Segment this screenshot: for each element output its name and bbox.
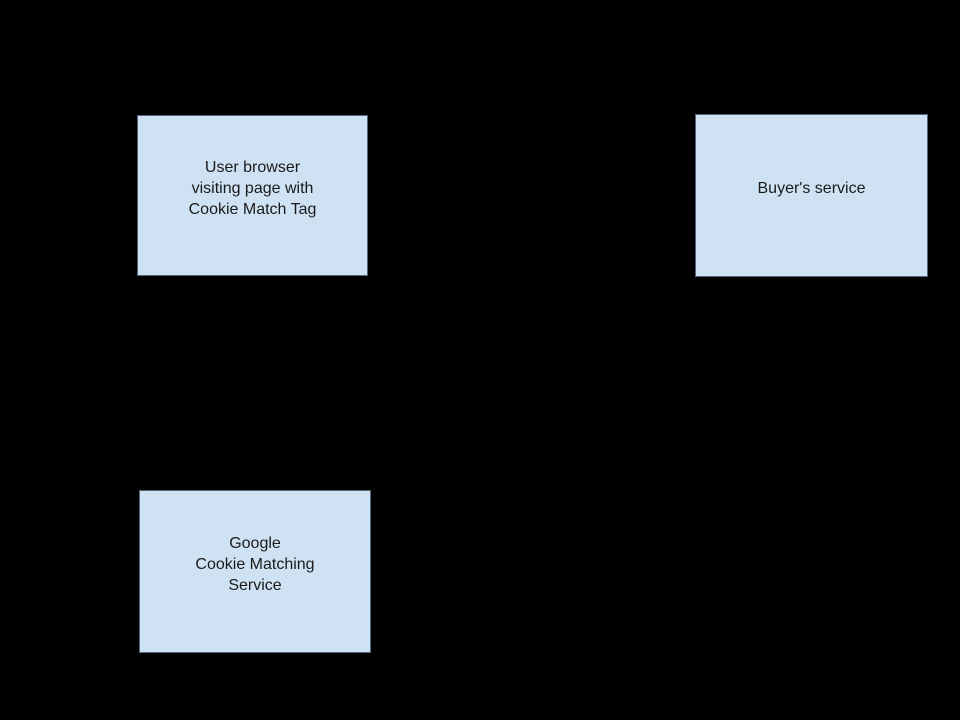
node-label-line: visiting page with [191,180,314,197]
node-label-line: Buyer's service [757,180,866,197]
node-user-browser: User browser visiting page with Cookie M… [137,115,368,276]
node-user-browser-label: User browser visiting page with Cookie M… [138,157,367,220]
node-google-cookie-matching-service: Google Cookie Matching Service [139,490,371,653]
node-label-line: Cookie Matching [195,556,315,573]
node-google-cookie-matching-service-label: Google Cookie Matching Service [140,533,370,596]
node-label-line: Service [228,577,282,594]
node-label-line: User browser [204,159,301,176]
node-buyers-service-label: Buyer's service [696,178,927,199]
node-label-line: Google [229,535,281,552]
node-buyers-service: Buyer's service [695,114,928,277]
node-label-line: Cookie Match Tag [188,201,317,218]
